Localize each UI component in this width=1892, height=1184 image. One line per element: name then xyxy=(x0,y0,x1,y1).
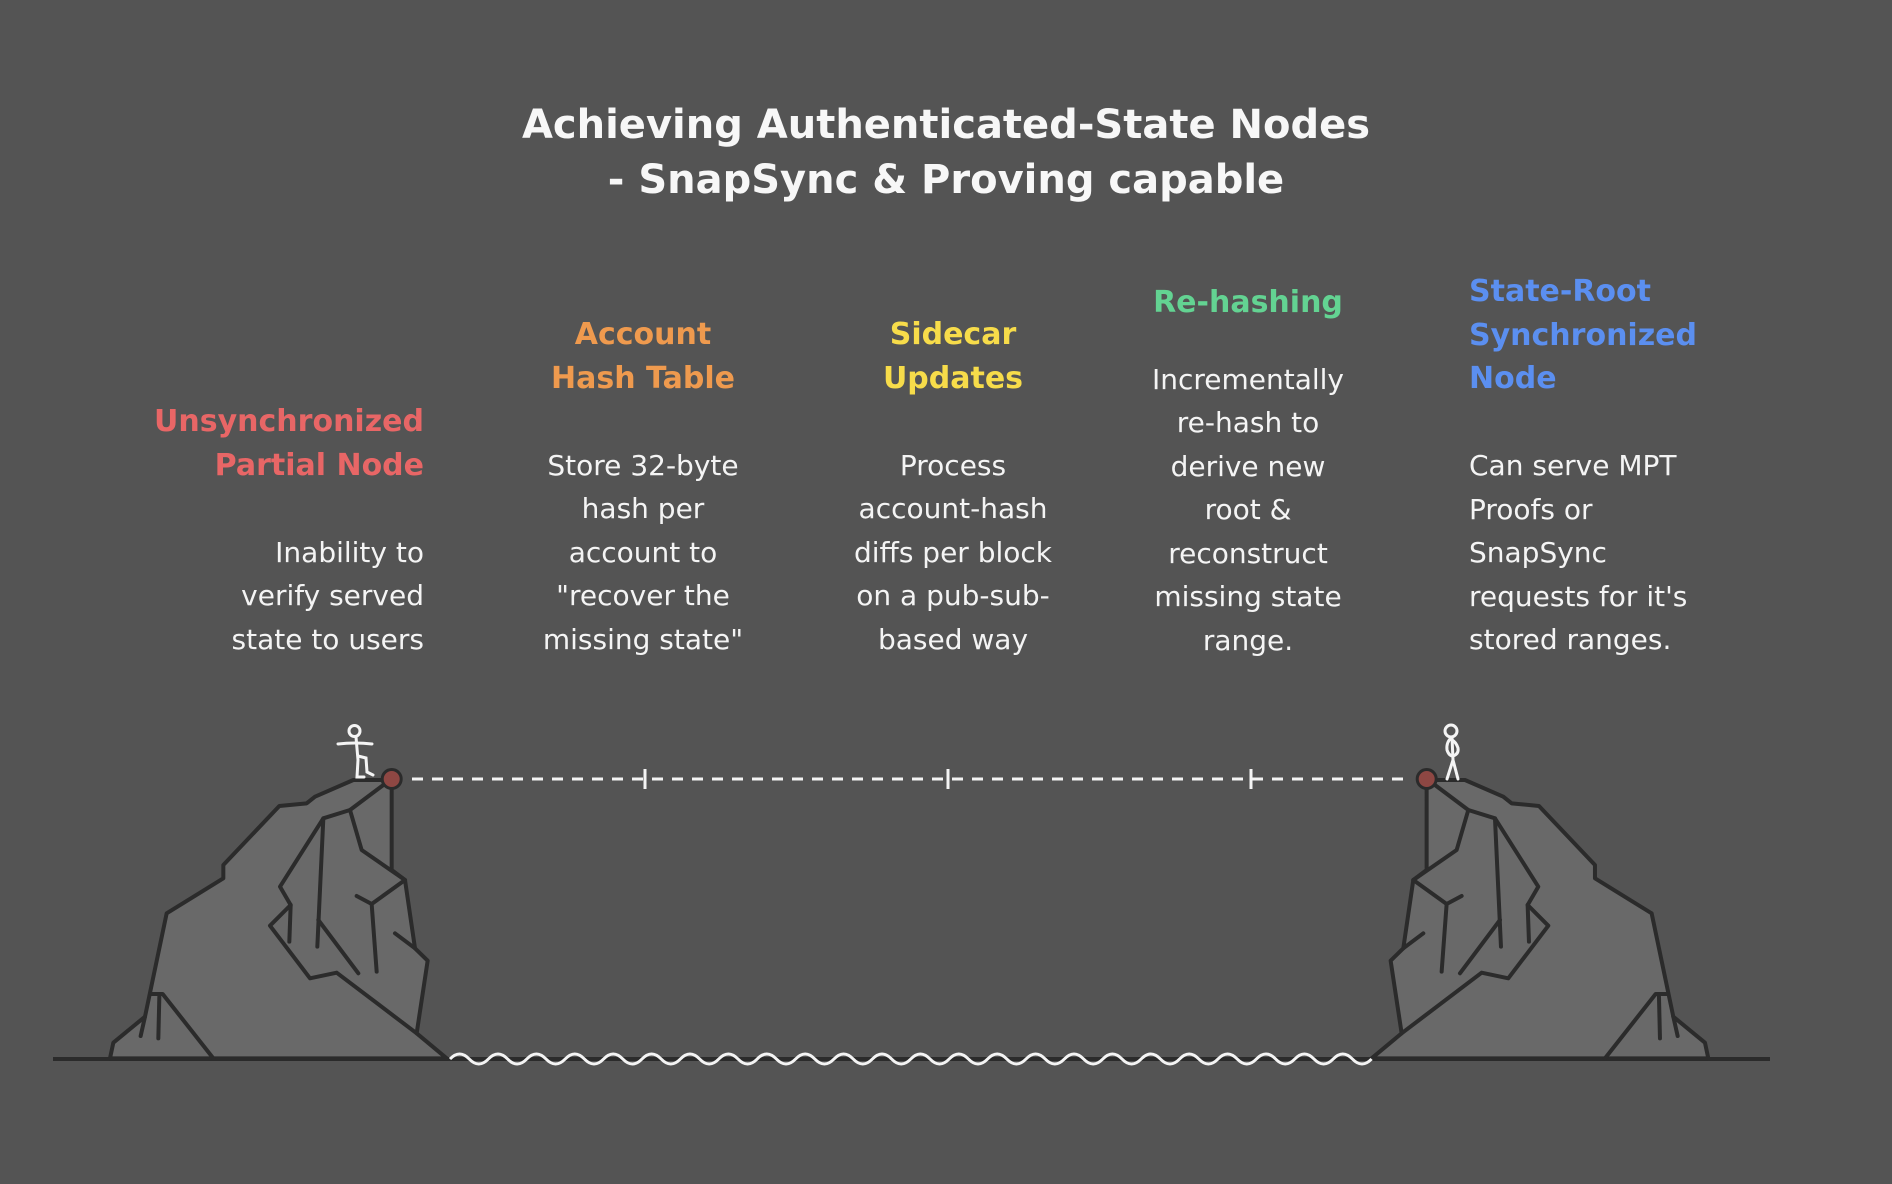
water-wave xyxy=(448,1052,1373,1066)
stage-2-body: "recover the xyxy=(556,579,730,612)
stick-figure-standing-icon xyxy=(1443,723,1460,781)
stage-5-body: requests for it's xyxy=(1469,579,1688,613)
stage-1-body: state to users xyxy=(231,622,425,656)
stage-5-heading: Node xyxy=(1469,361,1557,396)
end-marker xyxy=(1415,768,1438,790)
stage-5-heading: Synchronized xyxy=(1469,317,1697,353)
right-cliff xyxy=(1372,780,1709,1058)
stage-4-heading: Re-hashing xyxy=(1153,285,1343,320)
stage-account-hash-table: Account Hash Table Store 32-byte hash pe… xyxy=(493,313,793,661)
title-line-2: - SnapSync & Proving capable xyxy=(607,157,1285,203)
stage-4-body: re-hash to xyxy=(1176,406,1320,439)
stage-1-body: verify served xyxy=(241,579,424,612)
stage-5-body: stored ranges. xyxy=(1469,623,1672,656)
stage-2-heading: Account xyxy=(574,317,712,352)
stage-4-body: missing state xyxy=(1154,580,1342,613)
stage-2-heading: Hash Table xyxy=(551,360,735,396)
stage-2-body: account to xyxy=(568,535,718,569)
stage-5-heading: State-Root xyxy=(1469,274,1651,309)
stage-4-body: derive new xyxy=(1170,449,1326,483)
title-line-1: Achieving Authenticated-State Nodes xyxy=(521,102,1371,148)
stage-unsynchronized-partial-node: Unsynchronized Partial Node Inability to… xyxy=(100,400,424,661)
stage-2-body: hash per xyxy=(581,492,705,525)
stage-4-body: range. xyxy=(1202,623,1294,657)
stage-5-body: Can serve MPT xyxy=(1469,449,1677,482)
stage-3-body: on a pub-sub- xyxy=(856,579,1050,612)
stage-sidecar-updates: Sidecar Updates Process account-hash dif… xyxy=(803,313,1103,661)
stage-state-root-synchronized-node: State-Root Synchronized Node Can serve M… xyxy=(1469,270,1799,662)
stage-3-heading: Updates xyxy=(882,360,1024,396)
stick-figure-walking-icon xyxy=(336,724,375,779)
stage-4-body: root & xyxy=(1204,493,1292,526)
stage-3-body: diffs per block xyxy=(853,535,1053,569)
stage-5-body: SnapSync xyxy=(1469,536,1607,569)
stage-2-body: Store 32-byte xyxy=(547,448,739,482)
stage-1-body: Inability to xyxy=(275,535,424,569)
diagram-title: Achieving Authenticated-State Nodes - Sn… xyxy=(0,98,1892,208)
stage-4-body: Incrementally xyxy=(1151,362,1345,396)
stage-3-heading: Sidecar xyxy=(889,317,1017,352)
start-marker xyxy=(380,768,403,790)
stage-3-body: account-hash xyxy=(858,492,1048,525)
stage-3-body: based way xyxy=(877,622,1029,656)
stage-4-body: reconstruct xyxy=(1168,536,1328,570)
stage-5-body: Proofs or xyxy=(1469,492,1593,526)
stage-1-heading: Partial Node xyxy=(214,447,424,483)
left-cliff xyxy=(110,780,447,1058)
stage-1-heading: Unsynchronized xyxy=(154,404,424,439)
stage-3-body: Process xyxy=(899,448,1007,482)
stage-2-body: missing state" xyxy=(542,622,744,656)
stage-re-hashing: Re-hashing Incrementally re-hash to deri… xyxy=(1098,281,1398,662)
